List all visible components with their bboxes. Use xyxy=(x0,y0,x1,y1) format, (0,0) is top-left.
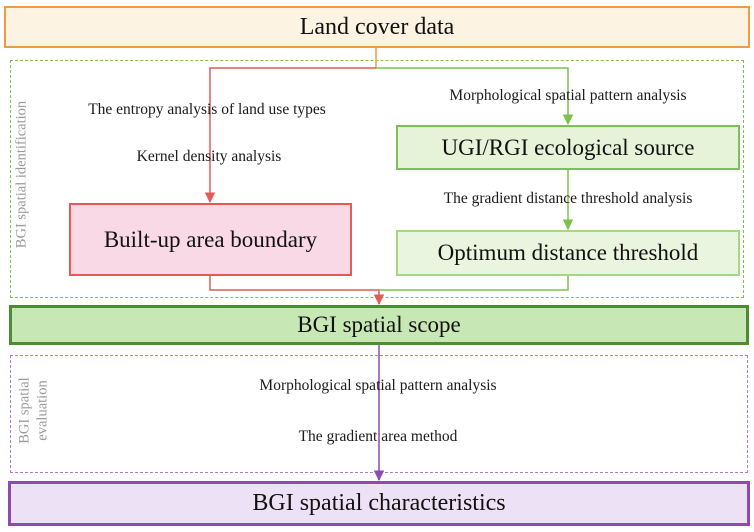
edge-label-gradient-area: The gradient area method xyxy=(298,428,458,445)
node-bgi-spatial-scope: BGI spatial scope xyxy=(9,305,749,345)
node-optimum-distance-threshold-label: Optimum distance threshold xyxy=(437,240,699,265)
node-optimum-distance-threshold: Optimum distance threshold xyxy=(396,230,740,276)
node-built-up-area-boundary-label: Built-up area boundary xyxy=(103,226,318,252)
node-ecological-source-label: UGI/RGI ecological source xyxy=(441,134,695,160)
node-bgi-spatial-characteristics: BGI spatial characteristics xyxy=(8,481,750,526)
group-identification-label: BGI spatial identification xyxy=(13,100,30,249)
node-land-cover-data: Land cover data xyxy=(4,6,750,48)
group-evaluation-frame xyxy=(10,355,748,473)
edge-label-mspa-bottom: Morphological spatial pattern analysis xyxy=(259,377,497,394)
node-ecological-source: UGI/RGI ecological source xyxy=(396,125,740,170)
node-bgi-spatial-scope-label: BGI spatial scope xyxy=(297,312,461,337)
edge-label-mspa-top: Morphological spatial pattern analysis xyxy=(449,87,687,104)
group-evaluation-label-line2: evaluation xyxy=(34,380,51,441)
edge-label-gradient-distance: The gradient distance threshold analysis xyxy=(443,190,693,207)
node-built-up-area-boundary: Built-up area boundary xyxy=(69,203,352,276)
edge-label-kernel-density: Kernel density analysis xyxy=(136,148,282,165)
node-bgi-spatial-characteristics-label: BGI spatial characteristics xyxy=(252,490,506,516)
edge-label-entropy-analysis: The entropy analysis of land use types xyxy=(88,101,326,118)
group-evaluation-label-line1: BGI spatial xyxy=(16,377,33,444)
node-land-cover-data-label: Land cover data xyxy=(299,13,455,40)
